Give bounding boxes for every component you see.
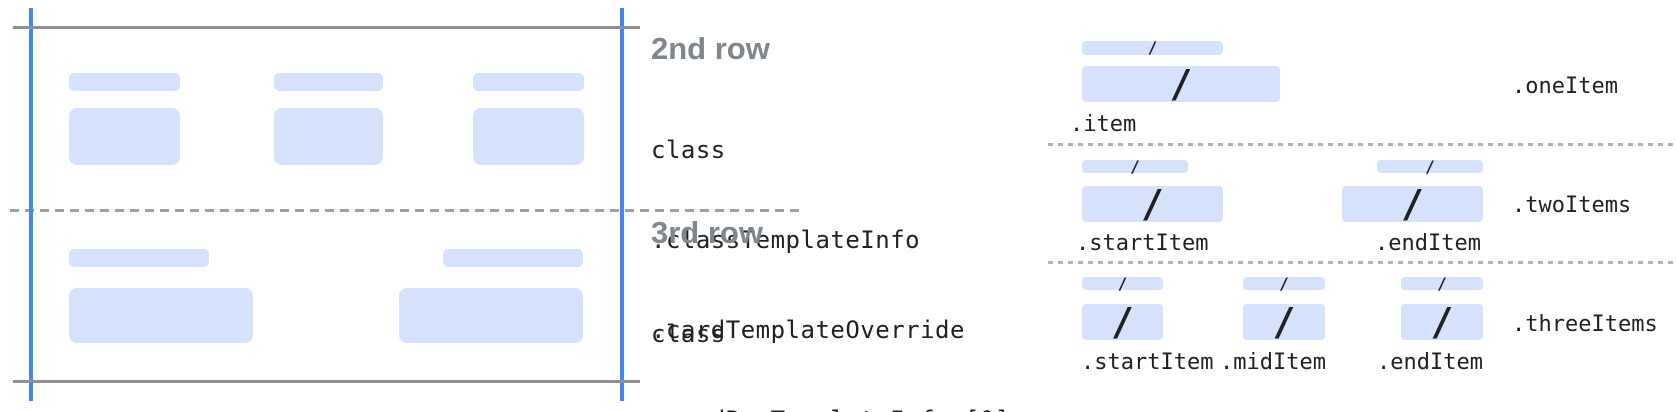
oneitem-value-bar: /	[1082, 62, 1280, 106]
twoitems-threeitems-divider	[1048, 261, 1676, 264]
threeitems-layout-label: .threeItems	[1512, 312, 1658, 337]
slash-icon: /	[1437, 273, 1447, 293]
row3-code-line: .classTemplateInfo	[651, 409, 1010, 412]
slash-icon: /	[1279, 273, 1289, 293]
card-bottom-guide-line	[13, 380, 640, 383]
twoitems-layout-label: .twoItems	[1512, 193, 1632, 218]
twoitems-start-value-bar: /	[1082, 182, 1223, 226]
threeitems-startitem-label: .startItem	[1081, 350, 1214, 375]
row2-code-line: .classTemplateInfo	[651, 226, 921, 254]
slash-icon: /	[1141, 182, 1164, 226]
threeitems-end-label-bar: /	[1401, 273, 1483, 293]
threeitems-end-value-bar: /	[1401, 300, 1483, 344]
row2-code-line: class	[651, 136, 726, 164]
row2-col3-label-placeholder	[473, 73, 584, 91]
row2-heading: 2nd row	[651, 31, 770, 66]
oneitem-label-bar: /	[1082, 38, 1223, 57]
row2-col2-label-placeholder	[274, 73, 383, 91]
row3-code-line: class	[651, 320, 726, 348]
row2-col1-value-placeholder	[69, 108, 180, 165]
row3-heading: 3rd row	[651, 215, 763, 250]
threeitems-mid-value-bar: /	[1243, 300, 1325, 344]
threeitems-enditem-label: .endItem	[1377, 350, 1483, 375]
row2-code-path: class .classTemplateInfo .cardTemplateOv…	[651, 75, 1010, 412]
slash-icon: /	[1117, 273, 1128, 293]
threeitems-start-value-bar: /	[1082, 300, 1163, 344]
twoitems-start-label-bar: /	[1082, 156, 1188, 176]
row2-col1-label-placeholder	[69, 73, 180, 91]
row3-start-value-placeholder	[69, 288, 253, 343]
slash-icon: /	[1272, 300, 1296, 344]
twoitems-end-label-bar: /	[1377, 156, 1483, 176]
card-top-guide-line	[13, 26, 640, 29]
row3-end-value-placeholder	[399, 288, 583, 343]
row2-code-line: .cardRowTemplateInfos[0]	[651, 405, 1010, 412]
slash-icon: /	[1425, 156, 1435, 176]
row-divider-dashed-line	[10, 209, 800, 212]
row3-end-label-placeholder	[443, 249, 583, 267]
slash-icon: /	[1401, 182, 1424, 226]
threeitems-mid-label-bar: /	[1243, 273, 1325, 293]
card-left-guide-line	[29, 8, 33, 401]
twoitems-enditem-label: .endItem	[1375, 231, 1481, 256]
slash-icon: /	[1130, 156, 1140, 176]
slash-icon: /	[1169, 62, 1193, 106]
oneitem-item-label: .item	[1070, 112, 1137, 137]
slash-icon: /	[1111, 300, 1134, 344]
row3-start-label-placeholder	[69, 249, 209, 267]
oneitem-layout-label: .oneItem	[1512, 74, 1618, 99]
slash-icon: /	[1147, 38, 1158, 57]
card-right-guide-line	[620, 8, 624, 401]
slash-icon: /	[1430, 300, 1454, 344]
row2-col3-value-placeholder	[473, 108, 584, 165]
oneitem-twoitems-divider	[1048, 143, 1676, 146]
twoitems-startitem-label: .startItem	[1076, 231, 1209, 256]
threeitems-start-label-bar: /	[1082, 273, 1163, 293]
twoitems-end-value-bar: /	[1342, 182, 1483, 226]
row3-code-path: class .classTemplateInfo .cardTemplateOv…	[651, 259, 1010, 412]
threeitems-miditem-label: .midItem	[1220, 350, 1326, 375]
row2-code-line: .cardTemplateOverride	[651, 316, 965, 344]
row2-col2-value-placeholder	[274, 108, 383, 165]
